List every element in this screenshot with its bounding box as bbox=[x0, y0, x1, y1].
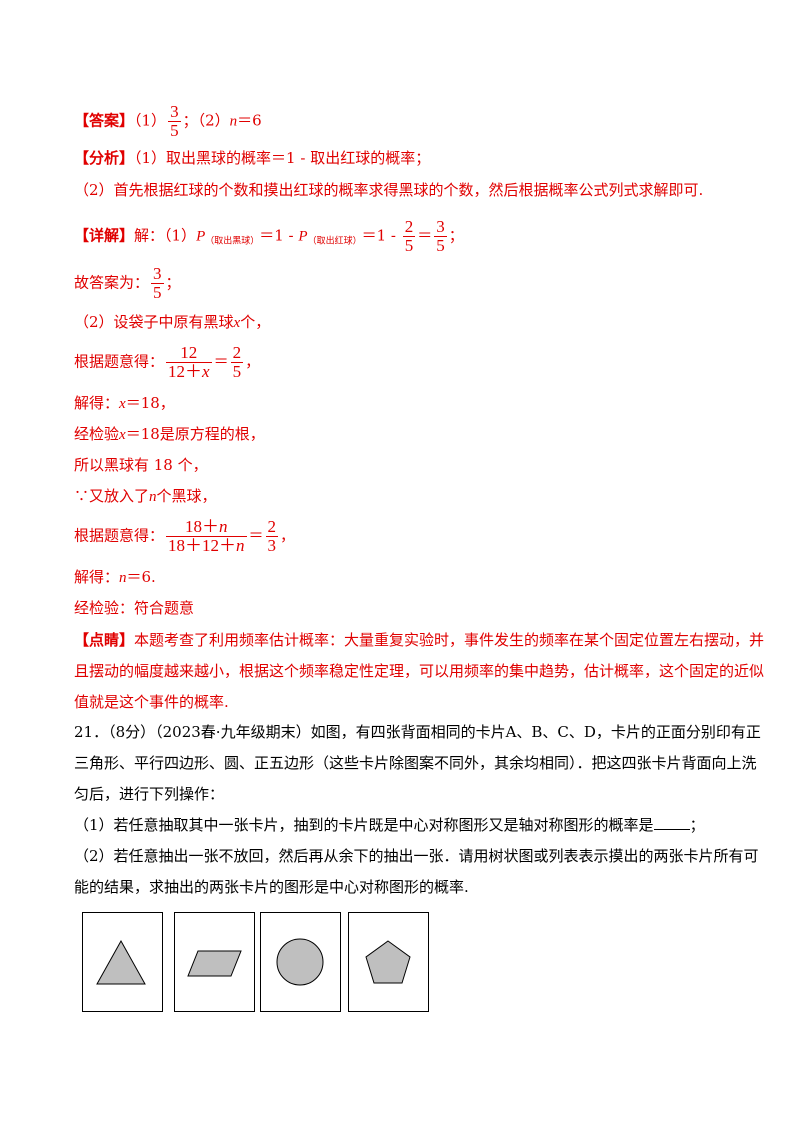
detail-so: 所以黑球有 18 个， bbox=[74, 456, 208, 474]
detail-because: ∵又放入了n个黑球， bbox=[74, 487, 217, 505]
detail-solve-2: 解得：n＝6. bbox=[74, 568, 156, 586]
analysis-line-2: （2）首先根据红球的个数和摸出红球的概率求得黑球的个数，然后根据概率公式列式求解… bbox=[74, 181, 704, 199]
question-part-2-line-1: （2）若任意抽出一张不放回，然后再从余下的抽出一张．请用树状图或列表表示摸出的两… bbox=[74, 847, 759, 865]
detail-check-2: 经检验：符合题意 bbox=[74, 599, 195, 617]
card-d bbox=[348, 912, 429, 1012]
question-part-2-line-2: 能的结果，求抽出的两张卡片的图形是中心对称图形的概率. bbox=[74, 878, 469, 896]
question-line-2: 三角形、平行四边形、圆、正五边形（这些卡片除图案不同外，其余均相同）．把这四张卡… bbox=[74, 754, 757, 772]
card-c bbox=[260, 912, 341, 1012]
parallelogram-icon bbox=[187, 950, 242, 977]
comment-tag: 【点睛】 bbox=[74, 631, 135, 649]
answer-part1: （1） bbox=[134, 111, 167, 130]
question-line-1: 21．（8分）（2023春·九年级期末）如图，有四张背面相同的卡片A、B、C、D… bbox=[74, 723, 761, 741]
card-a bbox=[82, 912, 163, 1012]
pentagon-icon bbox=[365, 940, 411, 984]
analysis-line-1: 【分析】（1）取出黑球的概率＝1 - 取出红球的概率； bbox=[74, 149, 431, 167]
question-part-1: （1）若任意抽取其中一张卡片，抽到的卡片既是中心对称图形又是轴对称图形的概率是； bbox=[74, 815, 705, 834]
detail-tag: 【详解】 bbox=[74, 226, 135, 245]
detail-solve-1: 解得：x＝18， bbox=[74, 394, 175, 412]
answer-blank bbox=[653, 815, 690, 830]
triangle-icon bbox=[96, 939, 146, 985]
circle-icon bbox=[276, 938, 324, 986]
card-b bbox=[174, 912, 255, 1012]
comment-line-2: 且摆动的幅度越来越小，根据这个频率稳定性定理，可以用频率的集中趋势，估计概率，这… bbox=[74, 662, 765, 680]
analysis-tag: 【分析】 bbox=[74, 149, 135, 167]
comment-line-3: 值就是这个事件的概率. bbox=[74, 693, 229, 711]
comment-line-1: 【点睛】本题考查了利用频率估计概率：大量重复实验时，事件发生的频率在某个固定位置… bbox=[74, 631, 765, 649]
question-line-3: 匀后，进行下列操作： bbox=[74, 785, 225, 803]
detail-check-1: 经检验x＝18是原方程的根， bbox=[74, 425, 265, 443]
answer-tag: 【答案】 bbox=[74, 111, 135, 130]
detail-set-line: （2）设袋子中原有黑球x个， bbox=[74, 313, 271, 331]
